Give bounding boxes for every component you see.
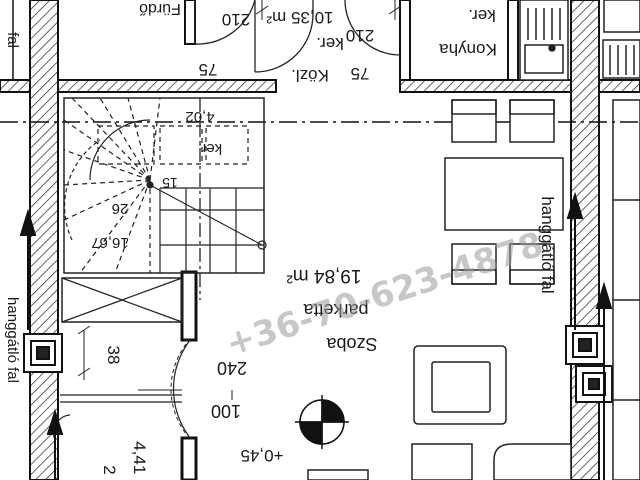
wall-stub-door [180, 270, 198, 342]
wall-partition-kitchen [399, 0, 411, 81]
lower-area: 4,41 m² [130, 441, 149, 480]
stair-floor: ker. [198, 140, 222, 157]
bath-name: Fürdő [139, 0, 181, 17]
dim-240: 240 [217, 358, 247, 378]
chair-4 [509, 243, 555, 285]
wall-top-far-right [598, 79, 640, 93]
door-swing-kitchen [344, 0, 401, 56]
lower-num: 2 [100, 465, 119, 474]
plan-labels: Szoba parketta 19,84 m² Konyha ker. Közl… [4, 0, 557, 480]
level-marker-icon [295, 395, 349, 449]
dim-38: 38 [104, 346, 123, 365]
arrow-up-icon [46, 408, 64, 435]
wall-note: hanggátló fal [538, 196, 557, 293]
wall-partition-right [507, 0, 519, 81]
dim-210-a: 210 [222, 10, 250, 29]
corridor-area: 10,35 m² [266, 8, 333, 27]
left-wall-note: fal [4, 32, 21, 48]
wall-stub-lower [180, 436, 198, 480]
sofa-end [411, 443, 473, 480]
level-label: +0,45 [240, 446, 283, 465]
stair-count: 15 [162, 175, 178, 191]
doors [52, 0, 401, 441]
wall-left-outer [29, 0, 59, 480]
chair-2 [509, 99, 555, 143]
wall-top-left [57, 79, 277, 93]
wall-top-right [399, 79, 572, 93]
arrow-up-icon [19, 208, 37, 236]
table [444, 157, 564, 231]
corridor-floor: ker. [316, 34, 343, 53]
armchair [413, 345, 507, 425]
dim-210-b: 210 [346, 26, 374, 45]
kitchen-floor: ker. [468, 6, 495, 25]
wall-unit [612, 99, 640, 480]
wall-top-far-left [0, 79, 31, 93]
door-arc-main [173, 339, 191, 439]
room-name: Szoba [325, 334, 377, 354]
chair-1 [451, 99, 497, 143]
staircase [61, 97, 267, 323]
left-wall-note-2: hanggátló fal [4, 297, 21, 383]
dim-75-a: 75 [199, 60, 218, 79]
door-swing-corridor [254, 0, 314, 73]
kitchen-name: Konyha [439, 40, 497, 59]
room-area: 19,84 m² [287, 265, 362, 286]
dimension-lines [77, 0, 402, 400]
room-floor: parketta [302, 300, 368, 320]
side-table [307, 469, 369, 480]
phone-watermark: +36-70-623-4878 [221, 224, 548, 364]
furniture [307, 99, 640, 480]
stair-tread: 26 [112, 200, 129, 217]
dim-75-b: 75 [351, 64, 370, 83]
sofa [493, 443, 572, 480]
stair-riser: 16,67 [91, 234, 129, 251]
kitchen-fixtures [519, 0, 640, 81]
wall-partition-bath [184, 0, 196, 45]
arrow-up-icon [595, 281, 613, 309]
dim-100: 100 [211, 401, 241, 421]
door-swing-bath [194, 0, 256, 45]
corridor-name: Közl. [291, 66, 329, 85]
stair-width: 4,02 [185, 108, 214, 125]
arrow-up-icon [566, 191, 584, 219]
columns [23, 325, 613, 403]
arrows [19, 191, 613, 480]
